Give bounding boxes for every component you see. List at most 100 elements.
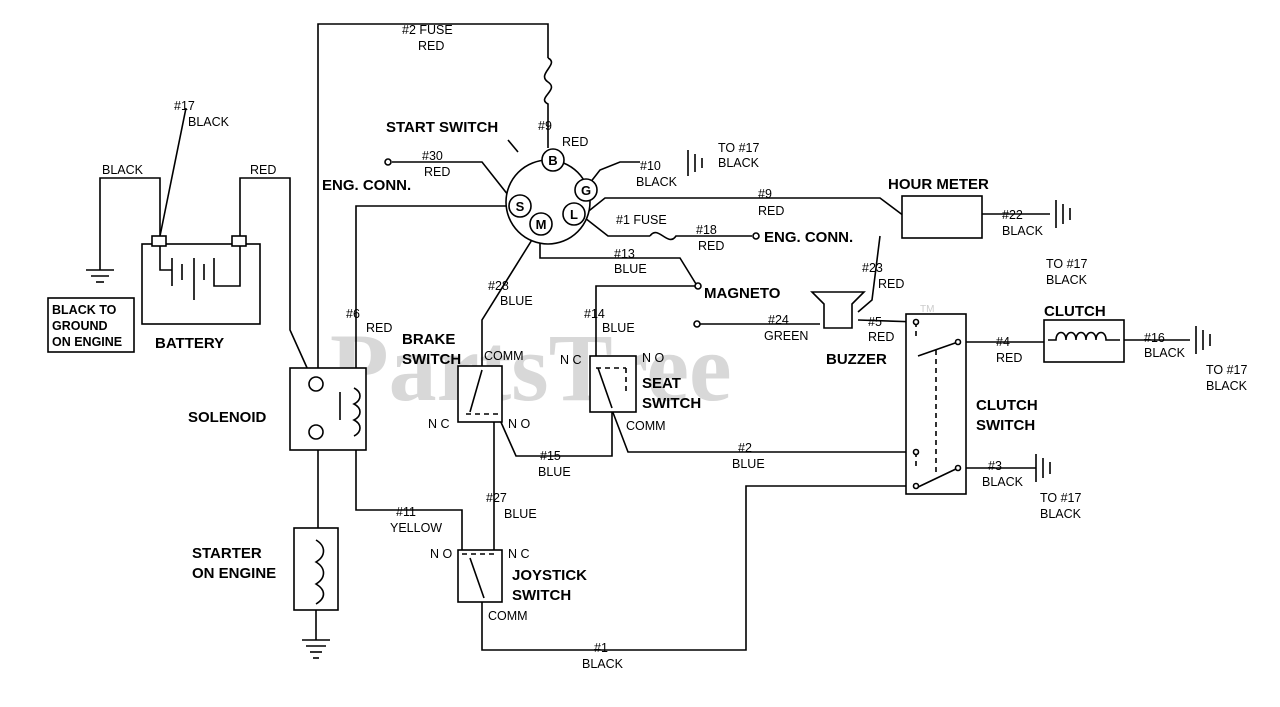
pin-m-label: M (536, 217, 547, 232)
wire-17-black (159, 107, 187, 237)
label-28-num: #28 (488, 279, 509, 293)
ground-battery-icon (86, 269, 114, 283)
joystick-switch-line2: SWITCH (512, 587, 571, 604)
ground-starter-icon (302, 639, 330, 659)
label-5-color: RED (868, 330, 894, 344)
label-16-to-color: BLACK (1206, 379, 1248, 393)
pin-g (574, 178, 598, 202)
buzzer-title: BUZZER (826, 351, 887, 368)
ground-3-icon (1035, 454, 1051, 482)
ground-22-icon (1055, 200, 1071, 228)
wire-2-blue (611, 409, 912, 453)
label-14-color: BLUE (602, 321, 635, 335)
label-11-color: YELLOW (390, 521, 442, 535)
label-bat-red: RED (250, 163, 276, 177)
clutch-title: CLUTCH (1044, 303, 1106, 320)
watermark-text: PartsTree (330, 314, 732, 421)
pin-l (562, 202, 586, 226)
label-17-color: BLACK (188, 115, 230, 129)
fuse-1-symbol (649, 231, 752, 241)
wire-13-magneto (539, 236, 697, 285)
magneto: MAGNETO (694, 282, 781, 302)
label-16-to: TO #17 (1206, 363, 1248, 377)
joystick-switch-body (457, 549, 503, 603)
label-24-num: #24 (768, 313, 789, 327)
joystick-switch-line1: JOYSTICK (512, 567, 587, 584)
label-16-num: #16 (1144, 331, 1165, 345)
brake-no: N O (508, 417, 531, 431)
label-11-num: #11 (396, 505, 416, 519)
label-23-num: #23 (862, 261, 883, 275)
start-switch-title: START SWITCH (386, 119, 498, 136)
label-27-num: #27 (486, 491, 507, 505)
seat-nc: N C (560, 353, 582, 367)
seat-switch-body (589, 355, 637, 413)
pin-b-label: B (548, 153, 557, 168)
battery-cells-icon (159, 246, 241, 300)
label-2fuse-num: #2 FUSE (402, 23, 453, 37)
buzzer-horn-icon (810, 291, 866, 329)
solenoid-title: SOLENOID (188, 409, 267, 426)
wire-14-seat (595, 285, 696, 360)
wire-1-black (481, 485, 912, 651)
wire-11-yellow (355, 440, 463, 560)
seat-switch-line1: SEAT (642, 375, 681, 392)
label-24-color: GREEN (764, 329, 808, 343)
joystick-no: N O (430, 547, 453, 561)
label-28-color: BLUE (500, 294, 533, 308)
label-18-color: RED (698, 239, 724, 253)
label-1-color: BLACK (582, 657, 624, 671)
label-17-num: #17 (174, 99, 195, 113)
label-9b-num: #9 (758, 187, 772, 201)
solenoid: SOLENOID (188, 367, 367, 451)
label-22-color: BLACK (1002, 224, 1044, 238)
label-3-color: BLACK (982, 475, 1024, 489)
starter: STARTER ON ENGINE (192, 527, 339, 611)
wire-9-hourmeter (584, 197, 905, 217)
eng-conn-1-title: ENG. CONN. (322, 177, 411, 194)
label-17b-to: TO #17 (1046, 257, 1088, 271)
label-2-num: #2 (738, 441, 752, 455)
eng-conn-2-title: ENG. CONN. (764, 229, 853, 246)
label-3-to: TO #17 (1040, 491, 1082, 505)
wire-6-s (355, 205, 508, 382)
label-16-color: BLACK (1144, 346, 1186, 360)
joystick-nc: N C (508, 547, 530, 561)
label-10-to-color: BLACK (718, 156, 760, 170)
wire-23 (857, 235, 881, 313)
clutch: CLUTCH (1043, 303, 1125, 363)
clutch-switch-line1: CLUTCH (976, 397, 1038, 414)
label-6-num: #6 (346, 307, 360, 321)
label-10-color: BLACK (636, 175, 678, 189)
ground-note-line1: BLACK TO (52, 303, 117, 317)
battery-terminal-pos (231, 235, 247, 247)
label-bat-black: BLACK (102, 163, 144, 177)
pin-b (541, 148, 565, 172)
label-17b-color: BLACK (1046, 273, 1088, 287)
ground-16-icon (1195, 326, 1211, 354)
brake-nc: N C (428, 417, 450, 431)
label-30-num: #30 (422, 149, 443, 163)
label-14-num: #14 (584, 307, 605, 321)
pin-s-label: S (516, 199, 525, 214)
joystick-switch: JOYSTICK SWITCH N O N C COMM (430, 547, 587, 623)
label-4-num: #4 (996, 335, 1010, 349)
label-2fuse-color: RED (418, 39, 444, 53)
pin-g-label: G (581, 183, 591, 198)
wire-2-fuse (317, 23, 549, 382)
green-terminal (693, 320, 701, 328)
pin-m (529, 212, 553, 236)
starter-line2: ON ENGINE (192, 565, 276, 582)
label-15-color: BLUE (538, 465, 571, 479)
ground-note-line3: ON ENGINE (52, 335, 122, 349)
seat-switch: SEAT SWITCH N C N O COMM (560, 351, 701, 433)
solenoid-body (289, 367, 367, 451)
seat-no: N O (642, 351, 665, 365)
label-30-color: RED (424, 165, 450, 179)
wire-labels: #2 FUSE RED #17 BLACK BLACK RED #9 RED #… (102, 23, 1248, 671)
label-3-to-color: BLACK (1040, 507, 1082, 521)
wire-1-fuse-a (584, 217, 650, 237)
brake-comm: COMM (484, 349, 524, 363)
